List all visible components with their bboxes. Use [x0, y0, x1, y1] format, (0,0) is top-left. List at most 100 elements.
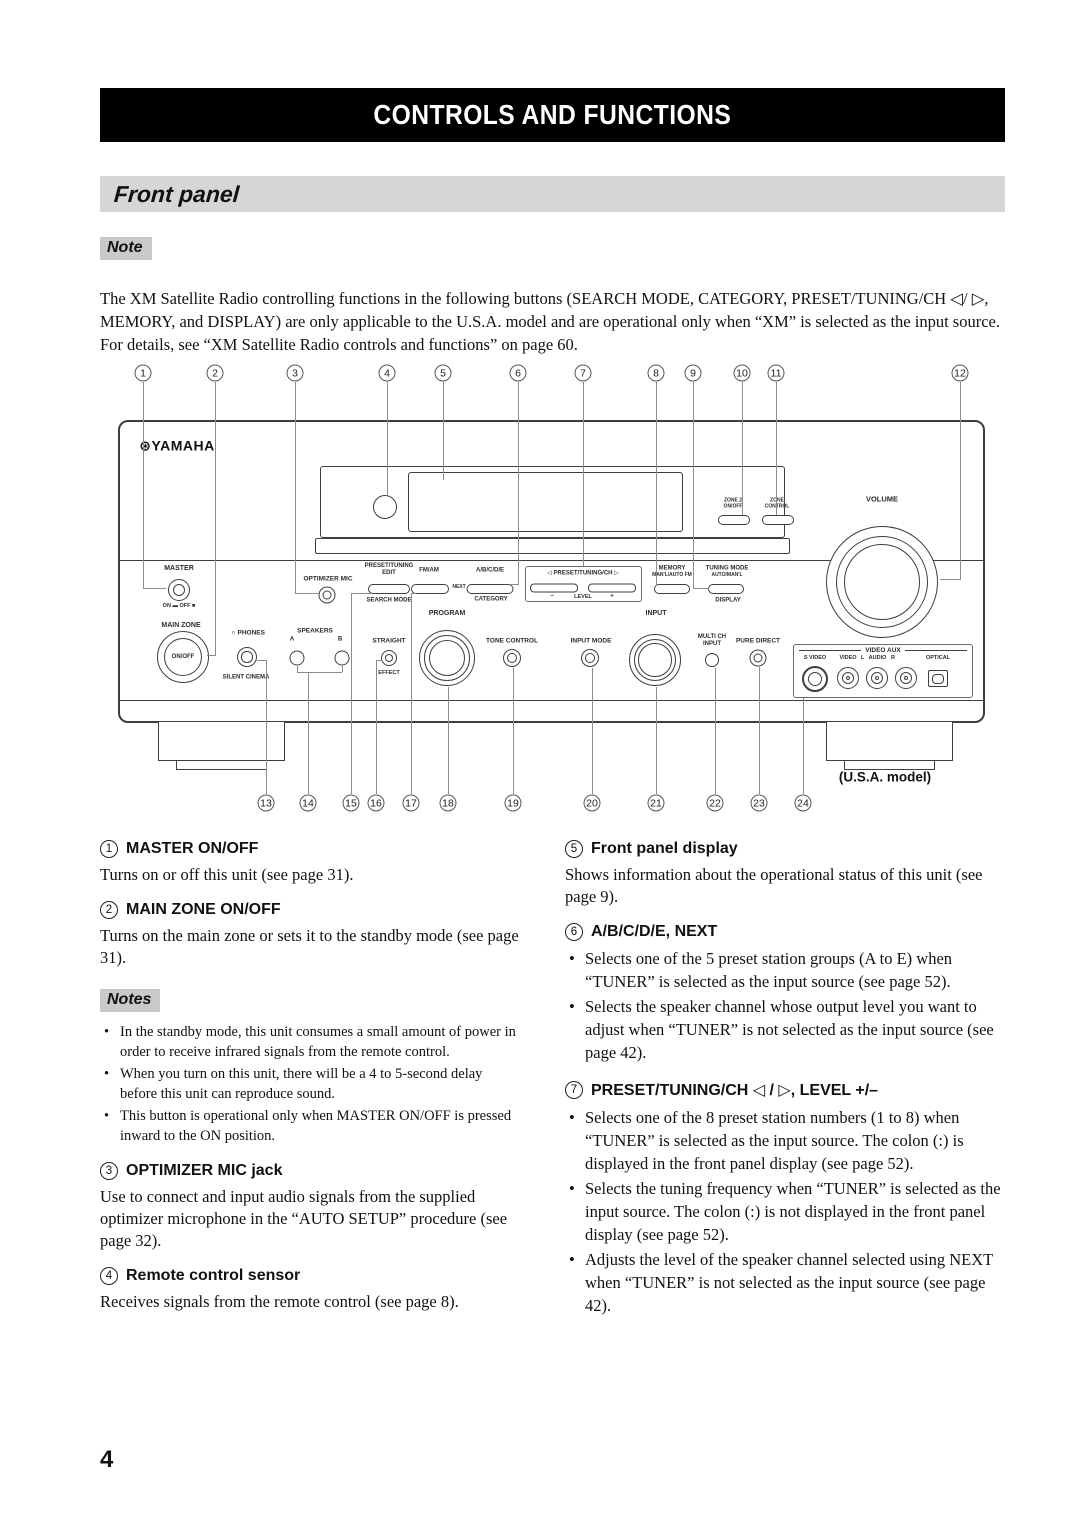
memory-sub-label: MAN'L/AUTO FM	[652, 572, 692, 579]
video-rca-jack	[837, 667, 859, 689]
callout-line	[656, 687, 657, 794]
callout-line	[742, 382, 743, 515]
callout-line	[376, 660, 382, 661]
note-badge-wrap: Note	[100, 237, 152, 260]
section-bar: Front panel	[100, 176, 1005, 212]
level-minus-label: −	[550, 593, 554, 600]
callout-9: 9	[684, 364, 702, 382]
callout-line	[960, 382, 961, 580]
front-panel-display	[408, 472, 683, 532]
abcde-next-button	[466, 584, 514, 594]
front-panel-diagram: ⊛YAMAHA ZONE 2 ON/OFF ZONE CONTROL VOLUM…	[100, 360, 1005, 830]
straight-button	[381, 650, 397, 666]
page-title: Front panel	[113, 180, 241, 207]
preset-tuning-ch-left-button	[530, 583, 578, 593]
callout-line	[143, 382, 144, 589]
callout-number: 1	[100, 840, 118, 858]
note-badge: Note	[100, 237, 152, 260]
zone-control-label: ZONE CONTROL	[764, 497, 790, 509]
section-abcde-next: 6 A/B/C/D/E, NEXT Selects one of the 5 p…	[565, 923, 1010, 1064]
optical-jack-inner	[932, 673, 944, 684]
section-title: OPTIMIZER MIC jack	[126, 1162, 283, 1179]
callout-17: 17	[402, 794, 420, 812]
callout-12: 12	[951, 364, 969, 382]
abcde-label: A/B/C/D/E	[475, 567, 505, 574]
callout-line	[143, 588, 166, 589]
video-label: VIDEO	[839, 654, 857, 661]
note-item: This button is operational only when MAS…	[100, 1106, 520, 1146]
memory-button	[654, 584, 690, 594]
optimizer-mic-jack	[318, 586, 336, 604]
callout-line	[759, 667, 760, 794]
callout-line	[411, 593, 416, 594]
input-mode-button	[581, 649, 599, 667]
left-foot-base	[176, 761, 267, 770]
volume-knob	[826, 526, 938, 638]
pure-direct-label: PURE DIRECT	[735, 637, 781, 645]
headphones-icon: ∩	[231, 629, 236, 637]
usa-model-label: (U.S.A. model)	[838, 769, 932, 785]
speakers-label: SPEAKERS	[297, 627, 333, 635]
section-master-onoff: 1 MASTER ON/OFF Turns on or off this uni…	[100, 840, 520, 886]
bullet-item: Selects the speaker channel whose output…	[565, 995, 1010, 1064]
audio-r-rca-jack	[895, 667, 917, 689]
silent-cinema-label: SILENT CINEMA	[222, 674, 270, 681]
right-column: 5 Front panel display Shows information …	[565, 840, 1010, 1333]
level-label: LEVEL	[574, 593, 592, 600]
phones-label: ∩ PHONES	[231, 629, 265, 637]
multi-ch-input-button	[705, 653, 719, 667]
input-label: INPUT	[645, 609, 667, 617]
callout-line	[513, 668, 514, 794]
main-zone-label: MAIN ZONE	[161, 621, 201, 629]
master-label: MASTER	[164, 564, 194, 572]
callout-8: 8	[647, 364, 665, 382]
program-label: PROGRAM	[428, 609, 466, 617]
tuning-mode-button	[708, 584, 744, 594]
banner-title: CONTROLS AND FUNCTIONS	[373, 99, 732, 130]
left-column: 1 MASTER ON/OFF Turns on or off this uni…	[100, 840, 520, 1328]
memory-label: MEMORY	[658, 565, 686, 572]
callout-1: 1	[134, 364, 152, 382]
effect-label: EFFECT	[378, 669, 400, 676]
callout-line	[656, 382, 657, 586]
callout-number: 2	[100, 901, 118, 919]
callout-line	[448, 687, 449, 794]
section-remote-sensor: 4 Remote control sensor Receives signals…	[100, 1267, 520, 1313]
note-item: When you turn on this unit, there will b…	[100, 1064, 520, 1104]
preset-tuning-label: PRESET/TUNING EDIT	[364, 563, 414, 576]
display-ledge	[315, 538, 790, 554]
level-plus-label: +	[610, 593, 614, 600]
section-preset-tuning-ch: 7 PRESET/TUNING/CH ◁ / ▷, LEVEL +/– Sele…	[565, 1080, 1010, 1317]
callout-21: 21	[647, 794, 665, 812]
callout-16: 16	[367, 794, 385, 812]
callout-line	[297, 672, 342, 673]
callout-line	[693, 382, 694, 589]
zone2-onoff-button	[718, 515, 750, 525]
section-body: Use to connect and input audio signals f…	[100, 1187, 508, 1250]
section-body: Turns on the main zone or sets it to the…	[100, 926, 519, 967]
preset-tuning-ch-label: ◁ PRESET/TUNING/CH ▷	[547, 570, 619, 577]
callout-line	[387, 382, 388, 496]
callout-22: 22	[706, 794, 724, 812]
callout-18: 18	[439, 794, 457, 812]
page-number: 4	[100, 1446, 114, 1473]
bullet-item: Adjusts the level of the speaker channel…	[565, 1248, 1010, 1317]
pure-direct-button	[749, 649, 767, 667]
callout-line	[295, 382, 296, 594]
bullet-list: Selects one of the 5 preset station grou…	[565, 947, 1010, 1064]
s-video-jack	[802, 666, 828, 692]
tuning-mode-label: TUNING MODE	[705, 565, 749, 572]
next-label: NEXT	[452, 584, 466, 591]
section-title: Remote control sensor	[126, 1267, 301, 1284]
callout-4: 4	[378, 364, 396, 382]
callout-line	[266, 660, 267, 794]
callout-10: 10	[733, 364, 751, 382]
zone2-onoff-label: ZONE 2 ON/OFF	[723, 497, 743, 509]
yamaha-tuning-fork-icon: ⊛	[139, 437, 152, 454]
multi-ch-input-label: MULTI CH INPUT	[697, 634, 727, 647]
callout-line	[295, 593, 319, 594]
callout-line	[342, 666, 343, 672]
page-banner: CONTROLS AND FUNCTIONS	[100, 88, 1005, 142]
audio-lr-label: L AUDIO R	[861, 654, 895, 661]
volume-label: VOLUME	[865, 494, 899, 504]
